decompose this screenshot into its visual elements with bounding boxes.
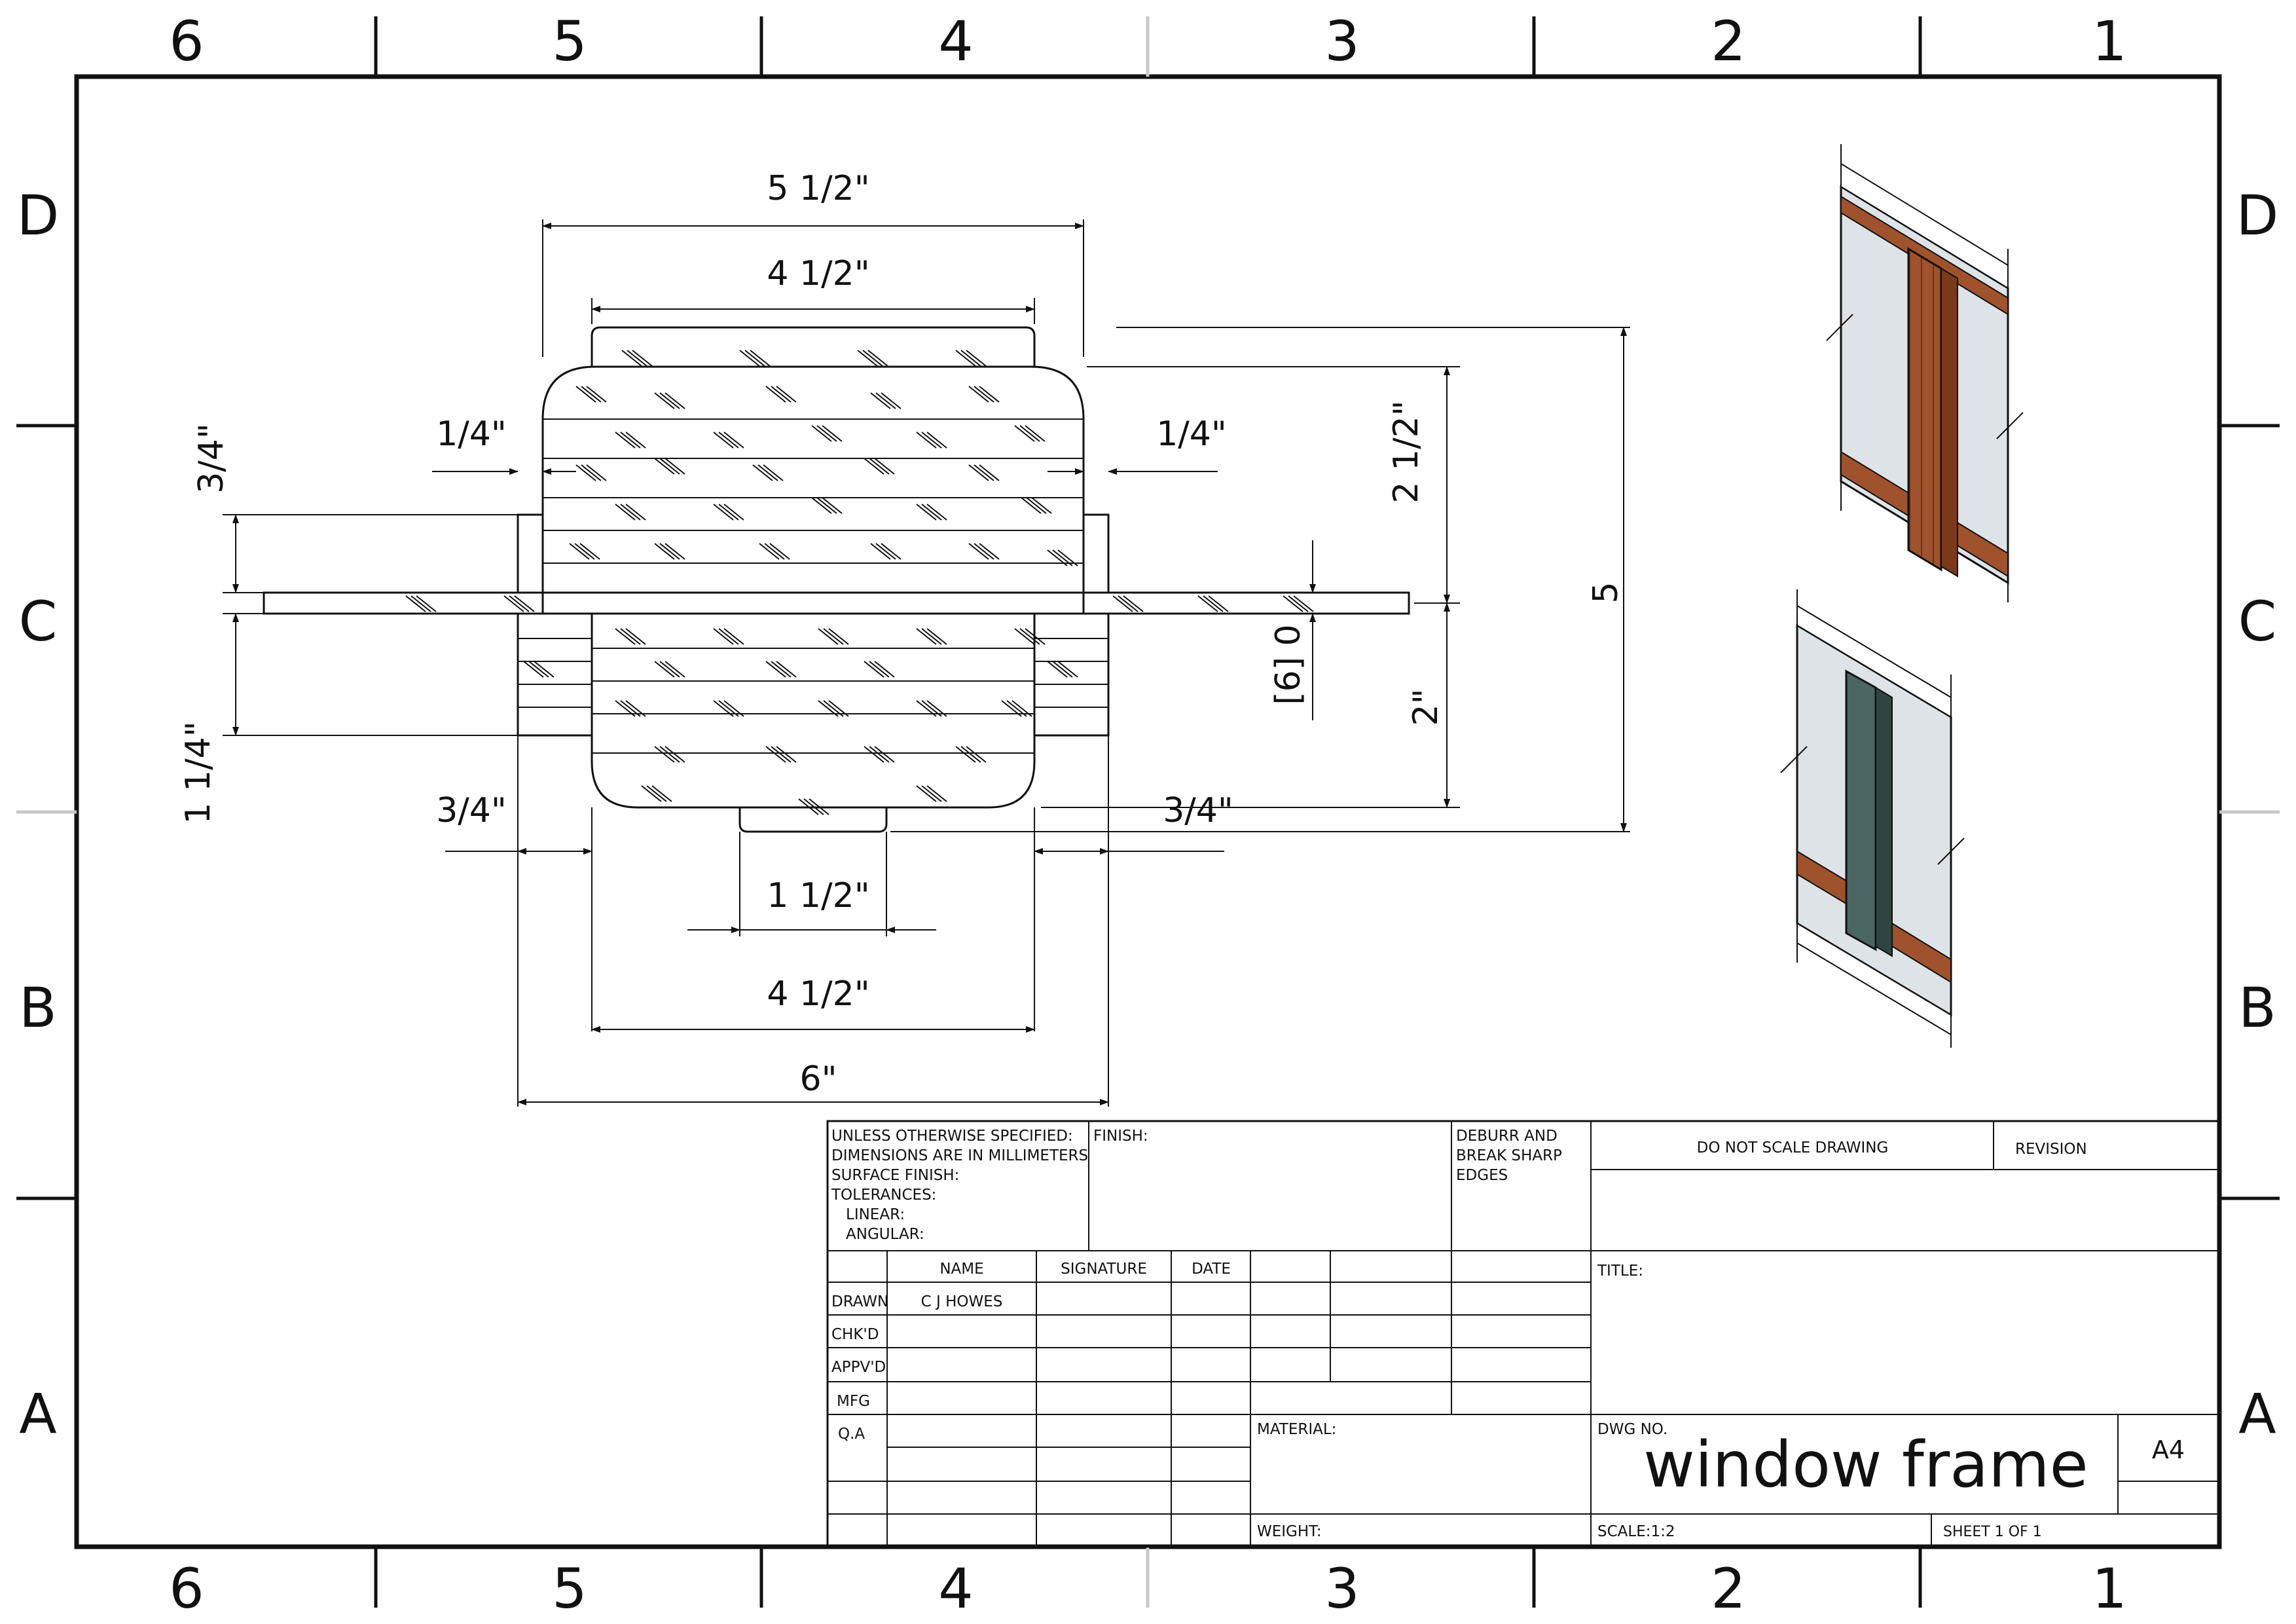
isometric-view-wood xyxy=(1826,144,2024,602)
zone-row-c-right: C xyxy=(2238,589,2277,654)
drawing-number: window frame xyxy=(1643,1428,2088,1502)
zone-row-d-left: D xyxy=(17,183,60,248)
dwg-no-label: DWG NO. xyxy=(1597,1421,1667,1438)
dimension-labels: 5 1/2" 4 1/2" 1/4" 1/4" 3/4" 1 1/4" 3/4"… xyxy=(179,169,1626,1099)
zone-row-labels-right: D C B A xyxy=(2236,183,2279,1446)
zone-row-d-right: D xyxy=(2236,183,2279,248)
weight-label: WEIGHT: xyxy=(1257,1523,1321,1540)
dim-right-upper: 2 1/2" xyxy=(1387,400,1426,503)
zone-col-2-bottom: 2 xyxy=(1711,1557,1745,1621)
revision-label: REVISION xyxy=(2015,1141,2087,1158)
zone-row-labels-left: D C B A xyxy=(17,183,60,1446)
zone-column-labels-top: 6 5 4 3 2 1 xyxy=(169,9,2126,73)
dim-right-lower: 2" xyxy=(1406,688,1446,726)
drawn-name: C J HOWES xyxy=(921,1293,1003,1310)
unless-note-line-1: UNLESS OTHERWISE SPECIFIED: xyxy=(831,1128,1073,1145)
dim-top-inner: 4 1/2" xyxy=(767,254,869,293)
zone-col-4-bottom: 4 xyxy=(938,1557,973,1621)
dim-left-lower-height: 1 1/4" xyxy=(179,721,218,824)
zone-col-3-bottom: 3 xyxy=(1324,1557,1359,1621)
header-name: NAME xyxy=(939,1261,983,1278)
zone-column-labels-bottom: 6 5 4 3 2 1 xyxy=(169,1557,2126,1621)
do-not-scale-label: DO NOT SCALE DRAWING xyxy=(1697,1139,1889,1156)
zone-row-c-left: C xyxy=(19,589,58,654)
zone-row-a-right: A xyxy=(2238,1382,2276,1446)
dim-right-offset: 1/4" xyxy=(1156,415,1227,454)
dim-bottom-inner: 4 1/2" xyxy=(767,974,869,1014)
unless-note-line-5: LINEAR: xyxy=(846,1206,905,1223)
dim-bottom-left-offset: 3/4" xyxy=(436,791,507,830)
header-signature: SIGNATURE xyxy=(1061,1261,1147,1278)
dim-bottom-overall: 6" xyxy=(799,1060,837,1099)
role-approved: APPV'D xyxy=(831,1359,886,1376)
role-checked: CHK'D xyxy=(831,1326,879,1343)
zone-col-6-bottom: 6 xyxy=(169,1557,204,1621)
zone-col-4-top: 4 xyxy=(938,9,973,73)
dim-bottom-right-offset: 3/4" xyxy=(1163,791,1233,830)
role-drawn: DRAWN xyxy=(831,1293,888,1310)
deburr-line-1: DEBURR AND xyxy=(1456,1128,1558,1145)
zone-col-5-top: 5 xyxy=(552,9,587,73)
deburr-line-2: BREAK SHARP xyxy=(1456,1147,1562,1164)
role-mfg: MFG xyxy=(837,1393,870,1410)
zone-col-2-top: 2 xyxy=(1711,9,1745,73)
finish-label: FINISH: xyxy=(1093,1128,1148,1145)
zone-col-1-top: 1 xyxy=(2092,9,2126,73)
scale-label: SCALE:1:2 xyxy=(1597,1523,1675,1540)
material-label: MATERIAL: xyxy=(1257,1421,1336,1438)
zone-row-a-left: A xyxy=(19,1382,56,1446)
header-date: DATE xyxy=(1192,1261,1231,1278)
dim-right-total: 5 xyxy=(1586,581,1626,603)
zone-row-b-right: B xyxy=(2238,976,2276,1040)
title-block-text: UNLESS OTHERWISE SPECIFIED: DIMENSIONS A… xyxy=(831,1128,2087,1540)
unless-note-line-4: TOLERANCES: xyxy=(831,1187,936,1204)
zone-col-5-bottom: 5 xyxy=(552,1557,587,1621)
title-label: TITLE: xyxy=(1597,1263,1643,1280)
isometric-view-sash xyxy=(1780,589,1965,1048)
unless-note-line-2: DIMENSIONS ARE IN MILLIMETERS xyxy=(831,1147,1088,1164)
sheet-label: SHEET 1 OF 1 xyxy=(1943,1524,2042,1540)
dim-left-upper-height: 3/4" xyxy=(192,423,231,494)
unless-note-line-3: SURFACE FINISH: xyxy=(831,1167,959,1184)
zone-col-6-top: 6 xyxy=(169,9,204,73)
dim-flange-thickness: [6] 0 xyxy=(1269,624,1308,705)
unless-note-line-6: ANGULAR: xyxy=(846,1226,924,1243)
section-view xyxy=(263,326,1410,833)
deburr-line-3: EDGES xyxy=(1456,1167,1508,1184)
sheet-size: A4 xyxy=(2152,1435,2185,1464)
title-block xyxy=(826,1120,2221,1548)
zone-col-3-top: 3 xyxy=(1324,9,1359,73)
role-qa: Q.A xyxy=(838,1426,865,1443)
dim-left-offset: 1/4" xyxy=(436,415,507,454)
dim-bottom-tab: 1 1/2" xyxy=(767,876,869,915)
dim-top-overall: 5 1/2" xyxy=(767,169,869,208)
zone-col-1-bottom: 1 xyxy=(2092,1557,2126,1621)
zone-row-b-left: B xyxy=(19,976,57,1040)
dimension-lines xyxy=(223,219,1630,1107)
